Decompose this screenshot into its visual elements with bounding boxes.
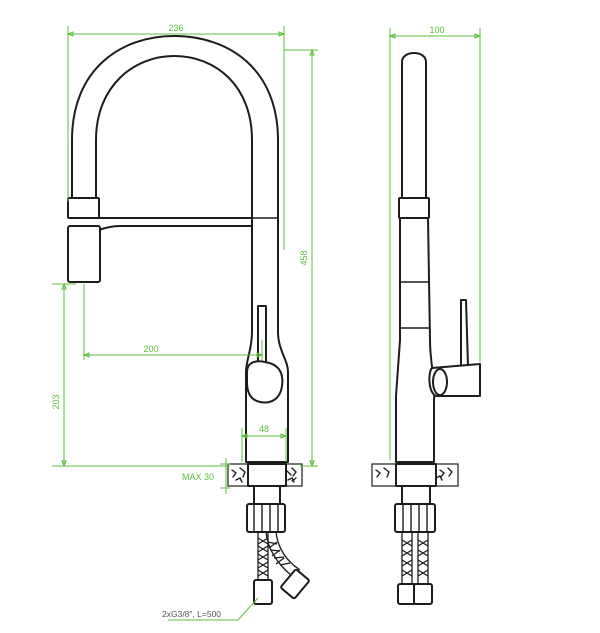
front-spout-arch-inner [95, 55, 253, 249]
dim-base-diameter: 48 [240, 424, 288, 462]
front-hose-right-fitting [280, 568, 310, 600]
front-hose-right-braid [267, 541, 291, 566]
dim-base-diameter-label: 48 [259, 424, 269, 434]
dim-overall-height: 458 [284, 48, 318, 468]
dim-max-countertop-label: MAX 30 [182, 472, 214, 482]
front-view: 236 458 200 203 [51, 23, 318, 621]
dim-body-width-label: 100 [429, 25, 444, 35]
side-spout-column [401, 52, 427, 199]
front-holder-arm [98, 217, 253, 231]
side-hoses-braid [401, 539, 429, 577]
side-mount-nut [394, 503, 436, 533]
front-hose-left-fitting [253, 579, 273, 605]
dim-hose-spec-label: 2xG3/8", L=500 [162, 609, 221, 619]
front-nut-flutes [253, 503, 279, 533]
dim-spout-height: 203 [51, 282, 230, 468]
front-mount-nut [246, 503, 286, 533]
side-view: 100 [371, 25, 482, 605]
dim-max-countertop: MAX 30 [182, 458, 230, 494]
front-mount-collar [247, 463, 287, 487]
dim-spout-reach-label: 200 [143, 344, 158, 354]
front-body [245, 247, 289, 463]
side-nut-flutes [402, 503, 428, 533]
front-spray-collar [67, 197, 100, 219]
side-lever-stem [460, 299, 469, 367]
dim-body-width: 100 [388, 25, 482, 460]
dim-hose-spec: 2xG3/8", L=500 [162, 597, 259, 621]
front-lever-knob [246, 360, 284, 404]
front-hose-left-braid [257, 537, 269, 577]
side-body [395, 217, 436, 463]
dim-overall-width: 236 [66, 23, 286, 250]
side-collar [398, 197, 430, 219]
dim-spout-height-label: 203 [51, 394, 61, 409]
side-hoses [401, 532, 429, 584]
side-hose-fitting-right [413, 583, 433, 605]
side-lever-cap [432, 368, 448, 396]
dim-overall-width-label: 236 [168, 23, 183, 33]
side-mount-collar [395, 463, 437, 487]
front-shank [253, 485, 281, 505]
side-shank [401, 485, 431, 505]
front-spray-head [67, 225, 101, 283]
dim-spout-reach: 200 [82, 284, 264, 360]
side-countertop-pattern [375, 467, 453, 481]
front-spout-arch [71, 35, 279, 249]
dim-overall-height-label: 458 [299, 250, 309, 265]
